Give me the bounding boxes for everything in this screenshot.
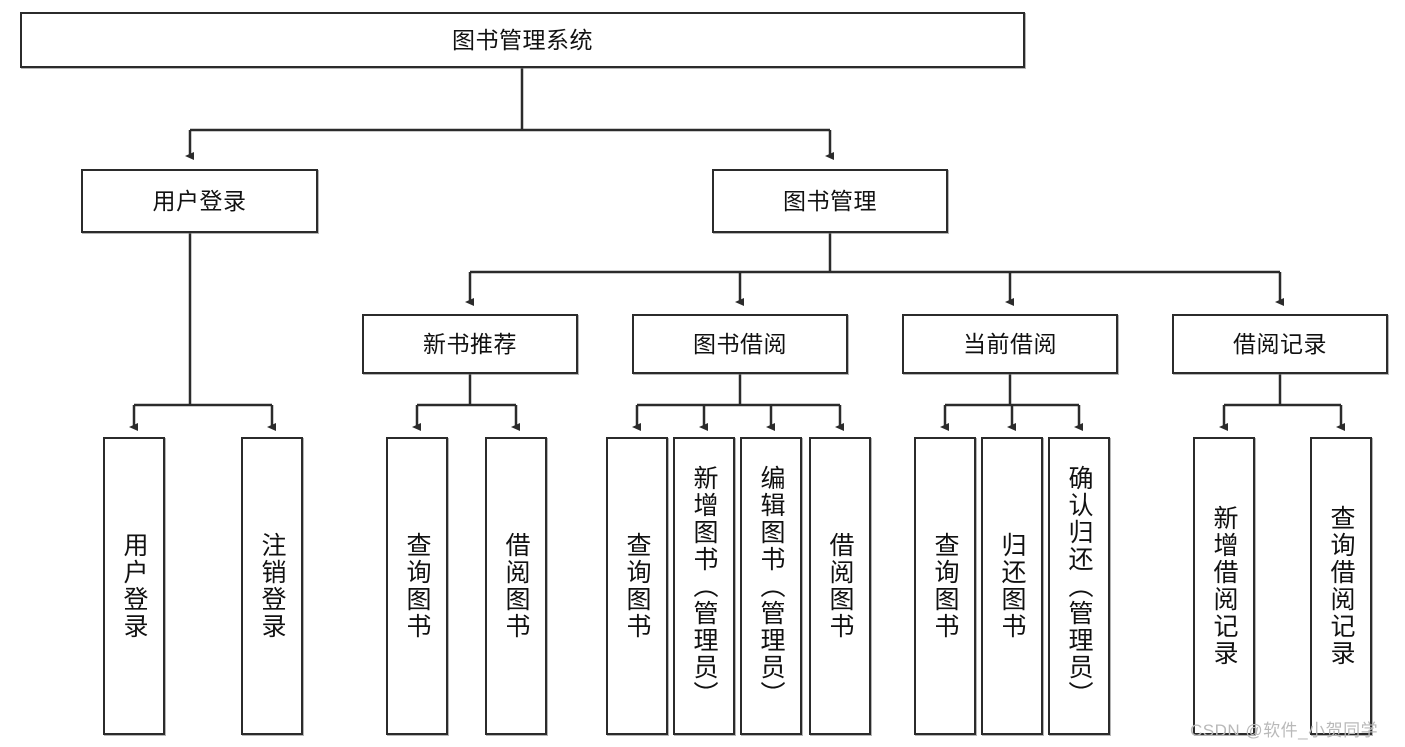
node-label: 新增借阅记录 (1210, 505, 1238, 667)
node-borrowing-records[interactable]: 借阅记录 (1172, 314, 1388, 374)
node-label: 图书借阅 (693, 330, 787, 357)
node-label: 查询借阅记录 (1327, 505, 1355, 667)
node-label: 借阅图书 (826, 532, 854, 640)
leaf-query-books-current[interactable]: 查询图书 (914, 437, 976, 735)
node-user-login[interactable]: 用户登录 (81, 169, 318, 233)
node-label: 当前借阅 (963, 330, 1057, 357)
leaf-query-books-recommend[interactable]: 查询图书 (386, 437, 448, 735)
node-book-management[interactable]: 图书管理 (712, 169, 948, 233)
leaf-edit-book-admin[interactable]: 编辑图书（管理员） (740, 437, 802, 735)
leaf-logout[interactable]: 注销登录 (241, 437, 303, 735)
leaf-add-borrow-record[interactable]: 新增借阅记录 (1193, 437, 1255, 735)
node-label: 查询图书 (931, 532, 959, 640)
node-label: 借阅记录 (1233, 330, 1327, 357)
leaf-query-borrow-record[interactable]: 查询借阅记录 (1310, 437, 1372, 735)
node-root-book-management-system[interactable]: 图书管理系统 (20, 12, 1025, 68)
leaf-return-books[interactable]: 归还图书 (981, 437, 1043, 735)
leaf-borrow-books[interactable]: 借阅图书 (809, 437, 871, 735)
csdn-watermark: CSDN @软件_小贺同学 (1190, 716, 1378, 741)
node-label: 用户登录 (120, 532, 148, 640)
node-label: 归还图书 (998, 532, 1026, 640)
node-label: 查询图书 (623, 532, 651, 640)
node-label: 查询图书 (403, 532, 431, 640)
watermark-text: CSDN @软件_小贺同学 (1190, 721, 1379, 740)
node-new-book-recommendation[interactable]: 新书推荐 (362, 314, 578, 374)
node-label: 新增图书（管理员） (690, 464, 718, 708)
leaf-add-book-admin[interactable]: 新增图书（管理员） (673, 437, 735, 735)
node-current-borrowing[interactable]: 当前借阅 (902, 314, 1118, 374)
leaf-borrow-books-recommend[interactable]: 借阅图书 (485, 437, 547, 735)
leaf-confirm-return-admin[interactable]: 确认归还（管理员） (1048, 437, 1110, 735)
node-book-borrowing[interactable]: 图书借阅 (632, 314, 848, 374)
node-label: 确认归还（管理员） (1065, 464, 1093, 708)
node-label: 借阅图书 (502, 532, 530, 640)
node-label: 编辑图书（管理员） (757, 464, 785, 708)
node-label: 用户登录 (152, 187, 247, 214)
node-label: 注销登录 (258, 532, 286, 640)
node-label: 新书推荐 (423, 330, 517, 357)
leaf-user-login[interactable]: 用户登录 (103, 437, 165, 735)
node-label: 图书管理系统 (452, 26, 593, 53)
leaf-query-books-borrow[interactable]: 查询图书 (606, 437, 668, 735)
node-label: 图书管理 (783, 187, 877, 214)
